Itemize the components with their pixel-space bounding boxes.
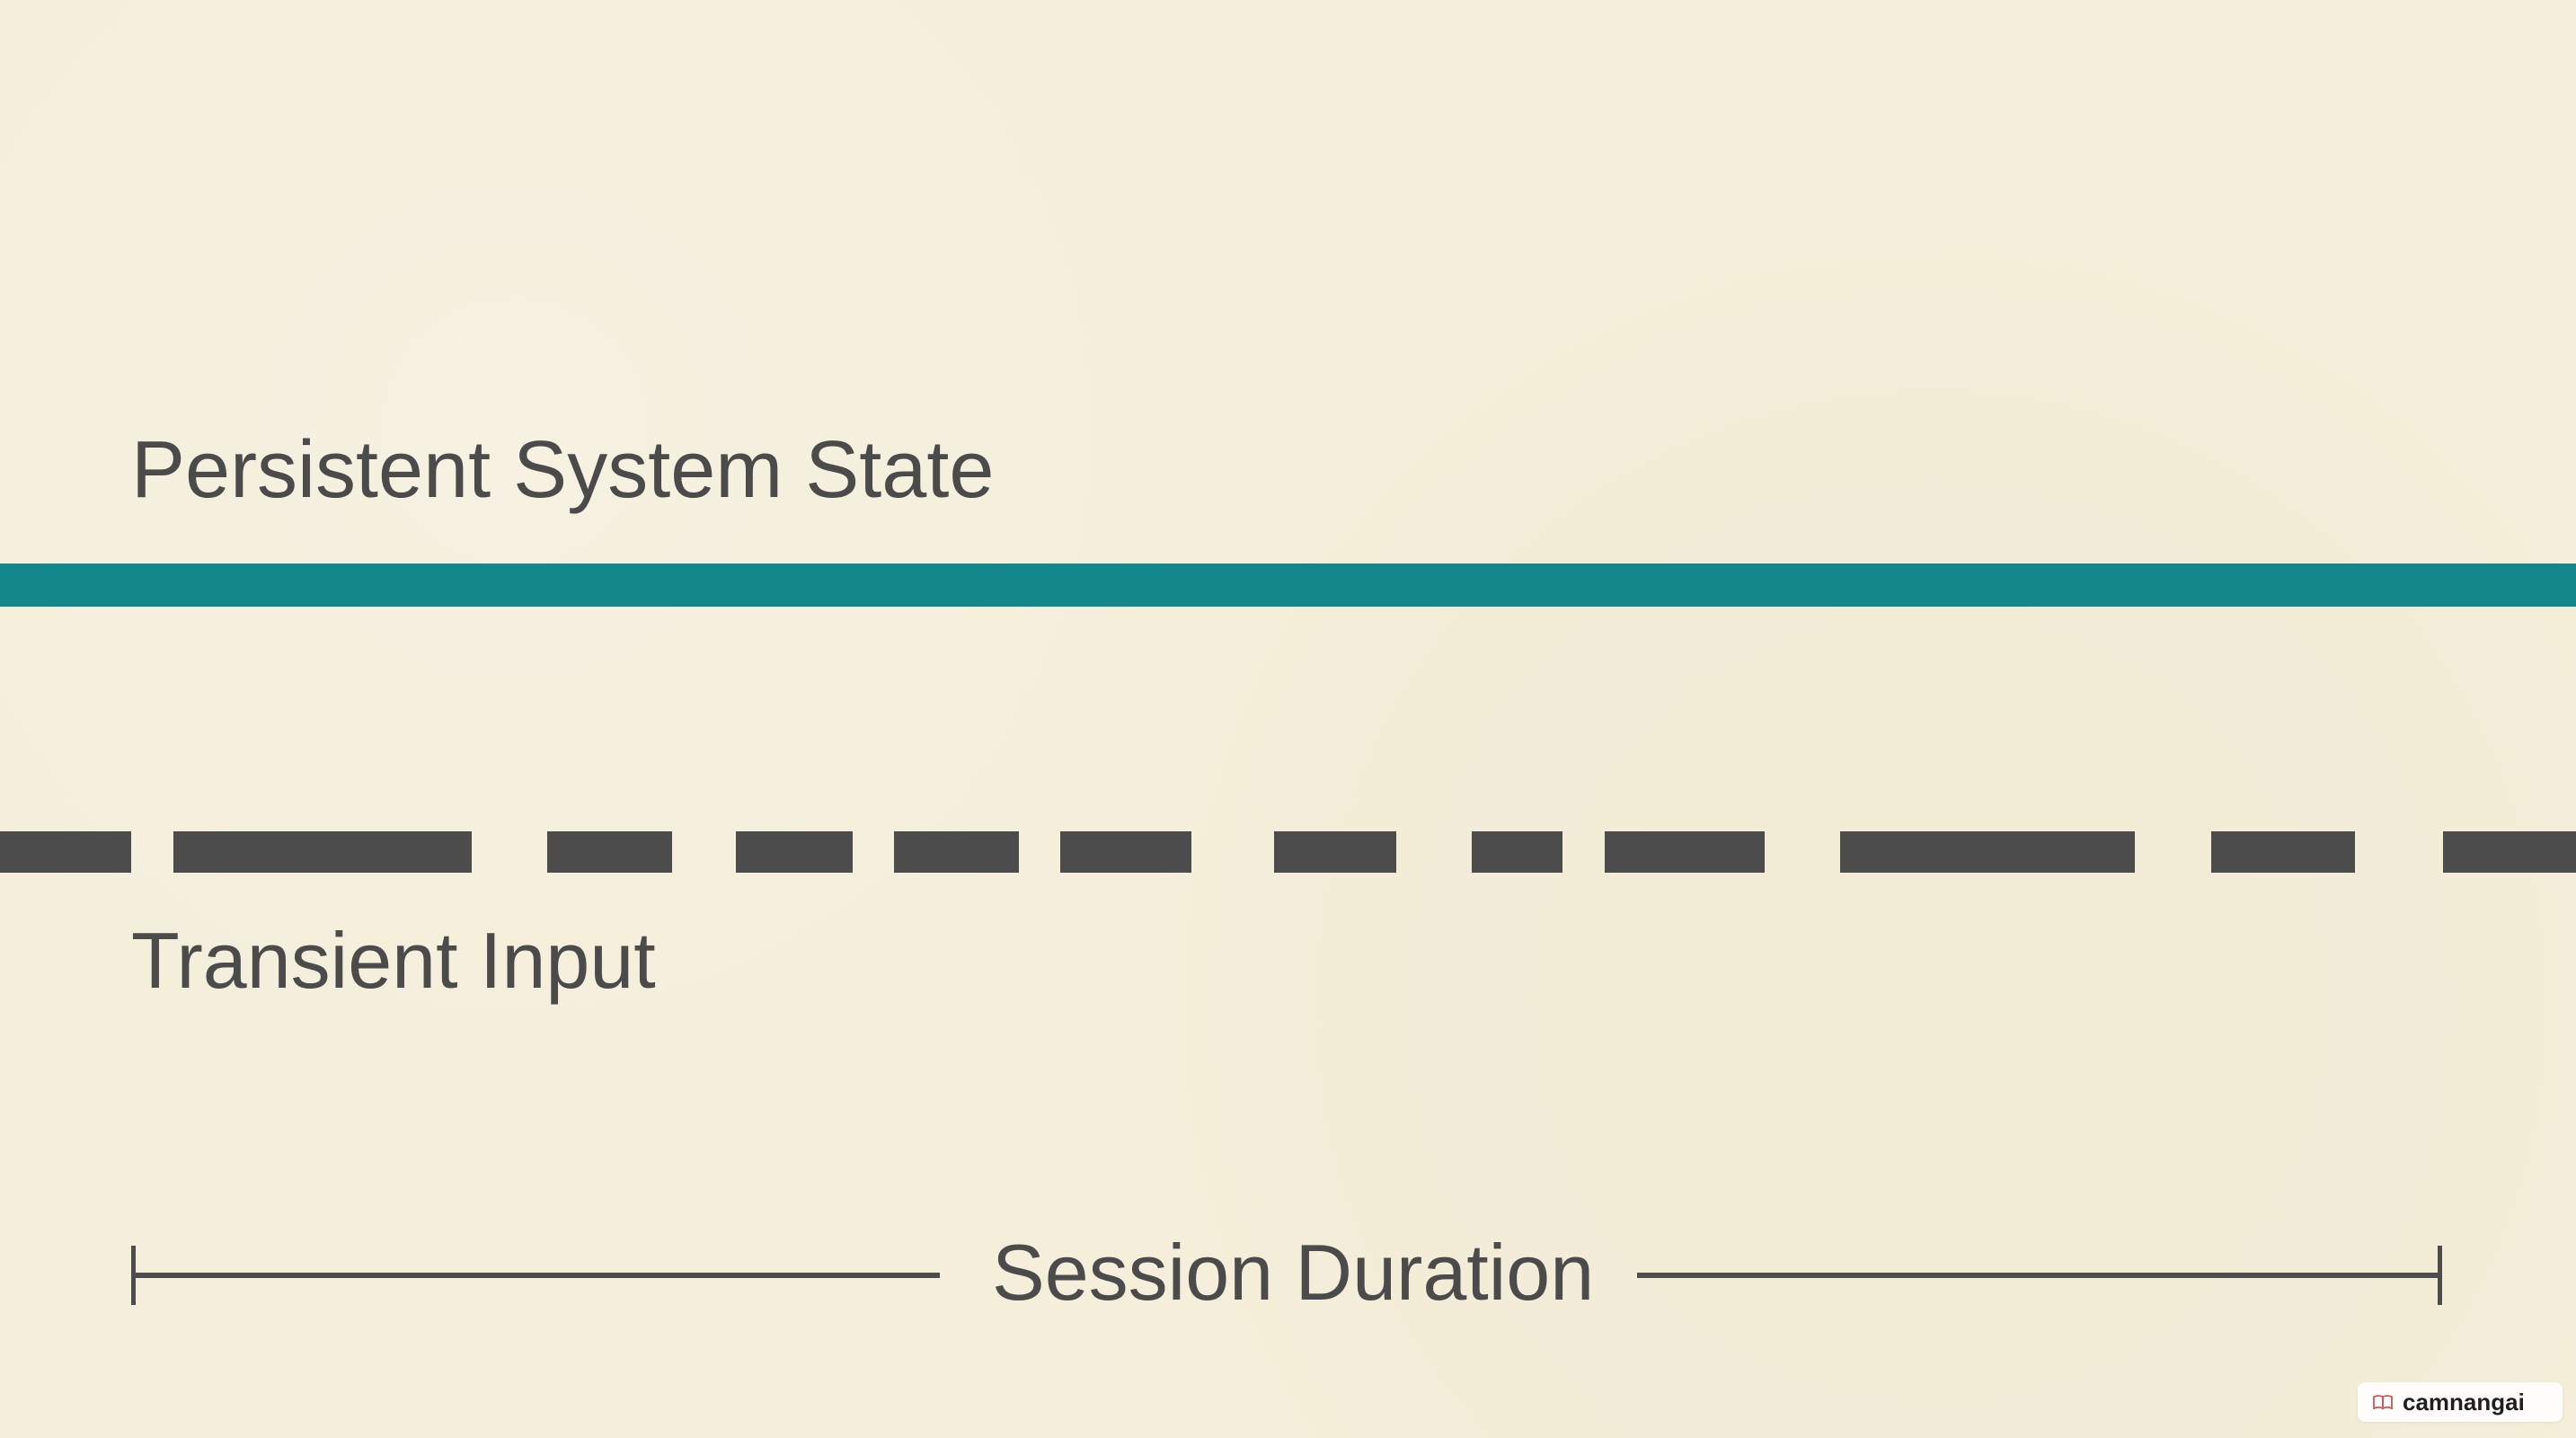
transient-dash bbox=[894, 831, 1019, 873]
session-duration-left-line bbox=[131, 1273, 940, 1278]
transient-dash bbox=[1274, 831, 1396, 873]
transient-input-label: Transient Input bbox=[131, 916, 656, 1005]
session-duration-end-tick bbox=[2438, 1246, 2442, 1305]
transient-dash bbox=[173, 831, 472, 873]
session-duration-label: Session Duration bbox=[992, 1228, 1595, 1317]
transient-dash bbox=[736, 831, 853, 873]
transient-dash bbox=[2443, 831, 2576, 873]
transient-dash bbox=[2211, 831, 2355, 873]
watermark-text: camnangai bbox=[2403, 1389, 2525, 1416]
book-icon bbox=[2373, 1395, 2393, 1410]
persistent-system-state-label: Persistent System State bbox=[131, 425, 995, 515]
session-duration-bracket bbox=[131, 1246, 2442, 1305]
transient-dash bbox=[1605, 831, 1765, 873]
transient-dash bbox=[1060, 831, 1191, 873]
transient-dash bbox=[1840, 831, 2135, 873]
transient-dash bbox=[1472, 831, 1562, 873]
transient-dash bbox=[0, 831, 131, 873]
transient-input-line bbox=[0, 831, 2576, 873]
session-duration-right-line bbox=[1637, 1273, 2442, 1278]
watermark-badge: camnangai bbox=[2358, 1382, 2563, 1422]
persistent-system-state-line bbox=[0, 564, 2576, 607]
transient-dash bbox=[547, 831, 672, 873]
